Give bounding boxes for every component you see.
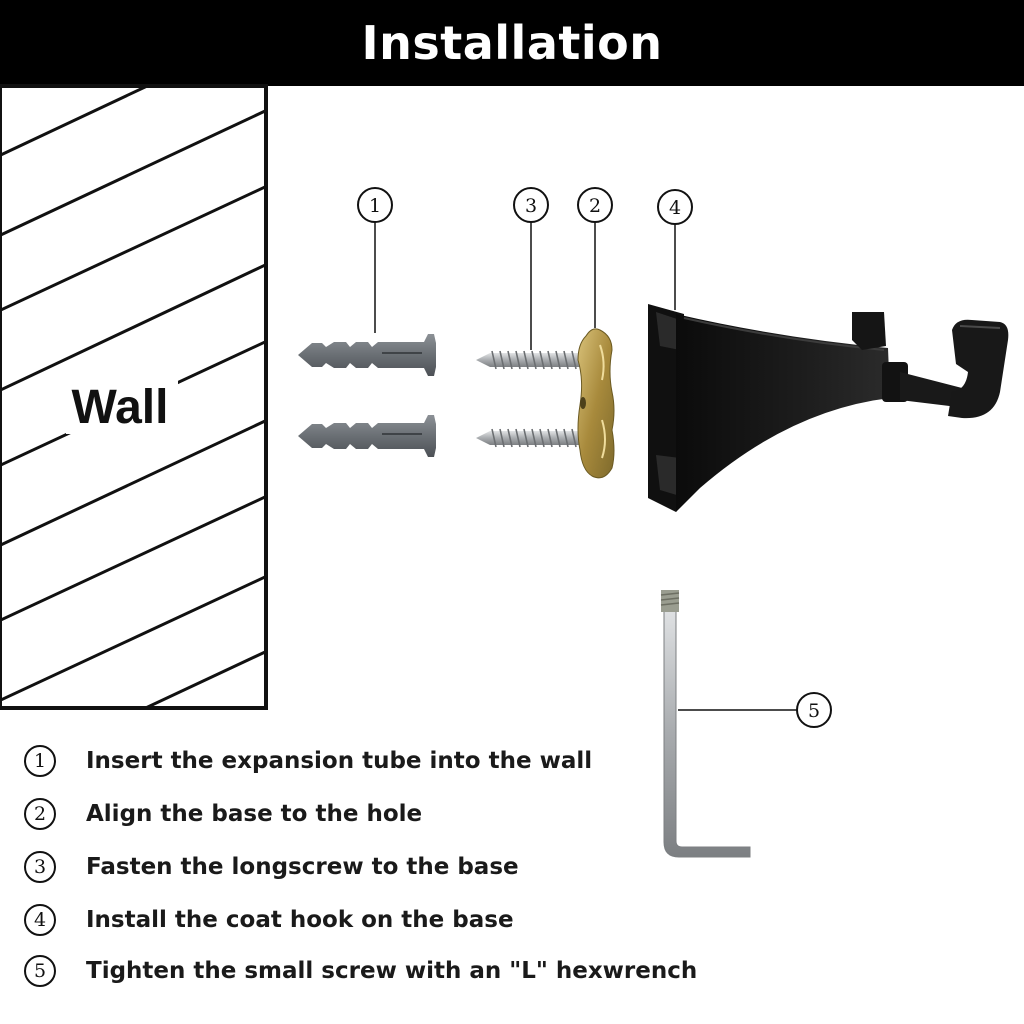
callout-3: 3 [513, 187, 549, 350]
callout-4-number: 4 [669, 197, 681, 219]
coat-hook [648, 304, 1009, 512]
callout-4: 4 [657, 189, 693, 310]
expansion-tube-top [298, 334, 436, 376]
callout-2-number: 2 [589, 195, 601, 217]
step-5-text: Tighten the small screw with an "L" hexw… [86, 958, 698, 984]
callout-5-number: 5 [808, 700, 820, 722]
callout-2: 2 [577, 187, 613, 328]
step-4-text: Install the coat hook on the base [86, 907, 514, 933]
step-1-text: Insert the expansion tube into the wall [86, 748, 593, 774]
step-3-text: Fasten the longscrew to the base [86, 854, 519, 880]
step-3: 3 Fasten the longscrew to the base [24, 847, 519, 887]
long-screw-bottom [476, 428, 588, 448]
step-1: 1 Insert the expansion tube into the wal… [24, 741, 592, 781]
long-screw-top [476, 350, 588, 370]
step-2-number: 2 [24, 798, 56, 830]
header-bar: Installation [0, 0, 1024, 86]
step-5-number: 5 [24, 955, 56, 987]
step-4: 4 Install the coat hook on the base [24, 900, 514, 940]
step-3-number: 3 [24, 851, 56, 883]
callout-3-number: 3 [525, 195, 537, 217]
step-5: 5 Tighten the small screw with an "L" he… [24, 951, 697, 991]
wall: Wall [0, 84, 268, 710]
step-2-text: Align the base to the hole [86, 801, 423, 827]
callout-1-number: 1 [369, 195, 381, 217]
l-hexwrench [660, 590, 751, 858]
wall-label: Wall [72, 381, 169, 434]
base-plate [577, 328, 615, 479]
expansion-tube-bottom [298, 415, 436, 457]
step-2: 2 Align the base to the hole [24, 794, 422, 834]
step-4-number: 4 [24, 904, 56, 936]
page-title: Installation [361, 16, 663, 70]
callout-1: 1 [357, 187, 393, 333]
callout-5: 5 [678, 692, 832, 728]
step-1-number: 1 [24, 745, 56, 777]
